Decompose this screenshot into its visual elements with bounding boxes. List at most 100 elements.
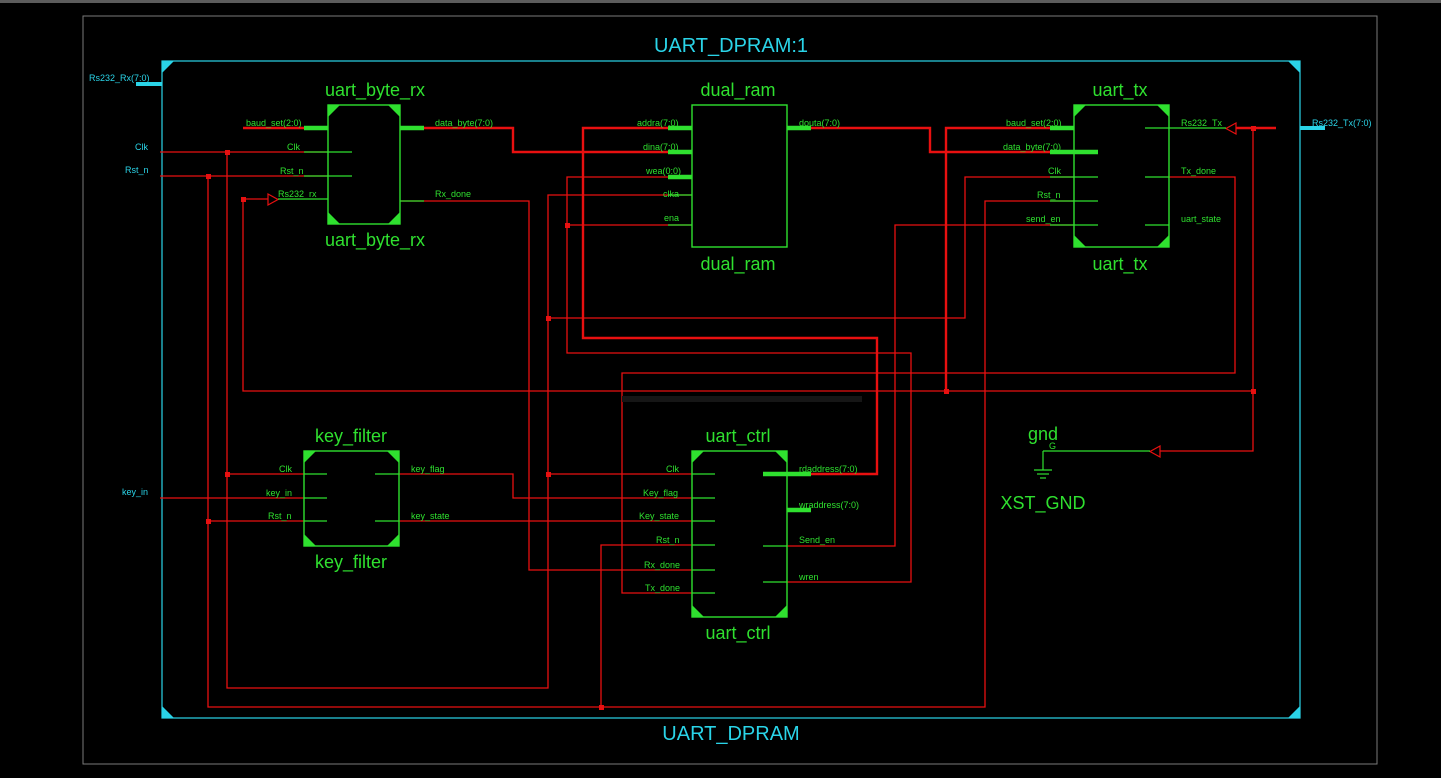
pin-rdaddress-label: rdaddress(7:0) (799, 464, 858, 474)
pin-wren-label: wren (798, 572, 819, 582)
pin-rst-n-label: Rst_n (1037, 190, 1061, 200)
pin-rs232-rx-label: Rs232_rx (278, 189, 317, 199)
sheet-border (82, 15, 1378, 765)
wire-data-byte[interactable] (400, 126, 692, 154)
pin-baud-set-label: baud_set(2:0) (246, 118, 302, 128)
pin-clk-label: Clk (1048, 166, 1061, 176)
uart-tx-title: uart_tx (1092, 80, 1147, 101)
pin-send-en-label: Send_en (799, 535, 835, 545)
junction-dot (225, 150, 230, 155)
junction-dot (1251, 126, 1256, 131)
key-filter-title: key_filter (315, 426, 387, 447)
port-rs232-tx-label: Rs232_Tx(7:0) (1312, 118, 1372, 128)
junction-dot (225, 472, 230, 477)
pin-addra-label: addra(7:0) (637, 118, 679, 128)
dual-ram-title: dual_ram (700, 80, 775, 101)
pin-dina-label: dina(7:0) (643, 142, 679, 152)
wire-gnd[interactable] (1160, 391, 1254, 452)
frame-corner (162, 61, 174, 73)
gnd-buffer-icon (1148, 444, 1161, 459)
net-wires (160, 121, 1276, 710)
pin-tx-done-label: Tx_done (645, 583, 680, 593)
wire-rst-trunk[interactable] (207, 176, 1098, 708)
port-rs232-rx-label: Rs232_Rx(7:0) (89, 73, 150, 83)
uart-ctrl-title: uart_ctrl (705, 426, 770, 447)
pin-rst-n-label: Rst_n (656, 535, 680, 545)
pin-rst-n-label: Rst_n (280, 166, 304, 176)
uart-tx-subtitle: uart_tx (1092, 254, 1147, 275)
pin-clk-label: Clk (287, 142, 300, 152)
pin-key-flag-label: key_flag (411, 464, 445, 474)
port-rst-n-label: Rst_n (125, 165, 149, 175)
junction-dot (546, 472, 551, 477)
uart-tx-block[interactable] (1050, 104, 1226, 248)
uart-byte-rx-subtitle: uart_byte_rx (325, 230, 425, 251)
pin-uart-state-label: uart_state (1181, 214, 1221, 224)
pin-rx-done-label: Rx_done (644, 560, 680, 570)
uart-byte-rx-block[interactable] (278, 104, 424, 225)
uart-ctrl-subtitle: uart_ctrl (705, 623, 770, 644)
gnd-symbol[interactable] (1034, 450, 1150, 479)
key-filter-block[interactable] (303, 450, 400, 547)
wire-wren[interactable] (566, 176, 912, 583)
junction-dot (206, 174, 211, 179)
pin-key-state-label: Key_state (639, 511, 679, 521)
junction-dot (565, 223, 570, 228)
wire-rx-done[interactable] (400, 200, 715, 571)
pin-ena-label: ena (664, 213, 679, 223)
input-buffer-icon (267, 192, 280, 207)
port-clk-label: Clk (135, 142, 148, 152)
pin-baud-set-label: baud_set(2:0) (1006, 118, 1062, 128)
dual-ram-subtitle: dual_ram (700, 254, 775, 275)
junction-dot (944, 389, 949, 394)
pin-clk-label: Clk (279, 464, 292, 474)
junction-dot (241, 197, 246, 202)
pin-douta-label: douta(7:0) (799, 118, 840, 128)
pin-clk-label: Clk (666, 464, 679, 474)
uart-ctrl-block[interactable] (691, 450, 811, 618)
wire-send-en[interactable] (763, 224, 1098, 547)
pin-rx-done-label: Rx_done (435, 189, 471, 199)
wire-baud-set-tx[interactable] (944, 126, 1072, 391)
selection-shadow (622, 396, 862, 402)
pin-clka-label: clka (663, 189, 679, 199)
top-module-label: UART_DPRAM (662, 723, 799, 745)
pin-data-byte-label: data_byte(7:0) (1003, 142, 1061, 152)
pin-wraddress-label: wraddress(7:0) (798, 500, 859, 510)
wire-rdaddress[interactable] (581, 126, 879, 476)
frame-corner (1288, 706, 1300, 718)
dual-ram-block[interactable] (668, 104, 811, 248)
top-instance-label: UART_DPRAM:1 (654, 35, 808, 57)
top-module-frame[interactable] (161, 60, 1301, 719)
pin-key-state-label: key_state (411, 511, 450, 521)
key-filter-subtitle: key_filter (315, 552, 387, 573)
wire-key-flag[interactable] (375, 473, 715, 499)
wire-rs232-loop[interactable] (242, 128, 1254, 392)
wire-clk-ram[interactable] (547, 194, 692, 318)
junction-dot (206, 519, 211, 524)
pin-send-en-label: send_en (1026, 214, 1061, 224)
pin-tx-done-label: Tx_done (1181, 166, 1216, 176)
pin-rst-n-label: Rst_n (268, 511, 292, 521)
pin-rs232-tx-label: Rs232_Tx (1181, 118, 1223, 128)
frame-corner (162, 706, 174, 718)
output-buffer-icon (1224, 121, 1237, 136)
gnd-title: gnd (1028, 424, 1058, 444)
wire-rst-ctrl[interactable] (600, 544, 715, 707)
port-key-in-label: key_in (122, 487, 148, 497)
pin-data-byte-label: data_byte(7:0) (435, 118, 493, 128)
pin-key-in-label: key_in (266, 488, 292, 498)
junction-dot (546, 316, 551, 321)
pin-key-flag-label: Key_flag (643, 488, 678, 498)
wire-tx-done[interactable] (621, 176, 1236, 594)
frame-corner (1288, 61, 1300, 73)
window-top-border (0, 0, 1441, 3)
gnd-pin-label: G (1049, 441, 1056, 451)
uart-byte-rx-title: uart_byte_rx (325, 80, 425, 101)
junction-dot (599, 705, 604, 710)
pin-wea-label: wea(0:0) (645, 166, 681, 176)
junction-dot (1251, 389, 1256, 394)
wire-douta[interactable] (787, 126, 1098, 154)
gnd-type-label: XST_GND (1000, 493, 1085, 514)
